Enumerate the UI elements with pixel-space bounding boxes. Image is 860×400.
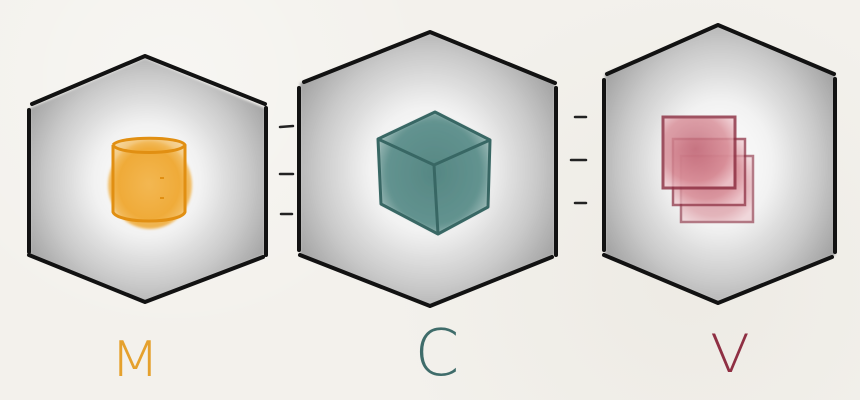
controller-view-connectors xyxy=(569,115,588,205)
cube-icon xyxy=(376,110,492,236)
model-controller-connectors xyxy=(278,124,295,216)
database-cylinder-icon xyxy=(108,136,192,229)
stacked-pages-icon xyxy=(661,115,755,224)
